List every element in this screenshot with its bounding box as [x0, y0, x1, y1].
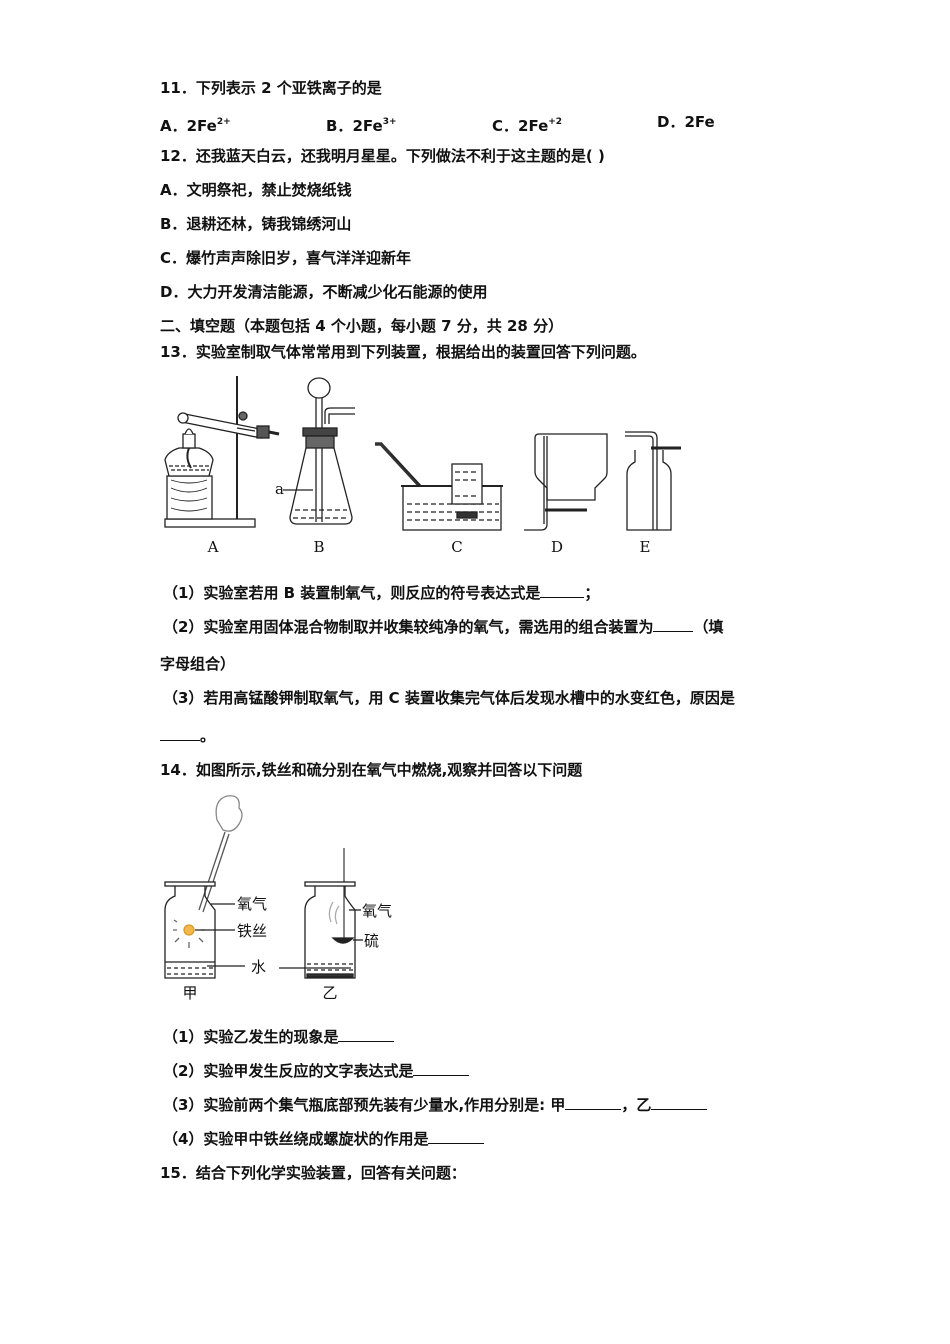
- option-charge: +2: [548, 117, 563, 127]
- q14-sub3: （3）实验前两个集气瓶底部预先装有少量水,作用分别是: 甲 ，乙: [163, 1095, 708, 1115]
- q12-option-b[interactable]: B．退耕还林，铸我锦绣河山: [160, 215, 352, 233]
- answer-blank[interactable]: [653, 617, 694, 632]
- q13-sub2-text: （2）实验室用固体混合物制取并收集较纯净的氧气，需选用的组合装置为: [163, 618, 654, 636]
- answer-blank[interactable]: [413, 1061, 470, 1076]
- q14-sub4: （4）实验甲中铁丝绕成螺旋状的作用是: [163, 1129, 485, 1149]
- q14-sub3-mid: ，乙: [621, 1096, 652, 1114]
- q13-sub2-tail: （填: [693, 618, 724, 636]
- option-formula: 2Fe: [684, 113, 715, 131]
- section-heading: 二、填空题（本题包括 4 个小题，每小题 7 分，共 28 分）: [160, 317, 564, 335]
- figure-label-e: E: [640, 538, 651, 556]
- answer-blank-yi[interactable]: [651, 1095, 708, 1110]
- q13-apparatus-figure: A B C D E a: [164, 376, 681, 556]
- q14-sub4-text: （4）实验甲中铁丝绕成螺旋状的作用是: [163, 1130, 429, 1148]
- q13-sub1-text: （1）实验室若用 B 装置制氧气，则反应的符号表达式是: [163, 584, 541, 602]
- answer-blank[interactable]: [540, 583, 585, 598]
- option-letter: B．: [326, 117, 353, 135]
- caption-jar-yi: 乙: [322, 984, 337, 1002]
- q11-option-a[interactable]: A．2Fe2+: [160, 112, 231, 136]
- option-charge: 3+: [382, 117, 397, 127]
- option-formula: 2Fe: [518, 117, 549, 135]
- label-water: 水: [251, 958, 266, 976]
- option-letter: A．: [160, 117, 187, 135]
- figure-label-b: B: [313, 538, 324, 556]
- figure-annotation-a: a: [275, 480, 284, 498]
- q13-sub2: （2）实验室用固体混合物制取并收集较纯净的氧气，需选用的组合装置为 （填: [163, 617, 723, 637]
- label-sulfur: 硫: [364, 932, 379, 950]
- q13-sub3-tail: 。: [200, 727, 216, 745]
- label-oxygen-jar1: 氧气: [237, 895, 267, 913]
- figure-label-a: A: [207, 538, 219, 556]
- option-letter: C．: [492, 117, 519, 135]
- label-oxygen-jar2: 氧气: [362, 902, 392, 920]
- q13-sub3: （3）若用高锰酸钾制取氧气，用 C 装置收集完气体后发现水槽中的水变红色，原因是: [163, 689, 735, 707]
- option-formula: 2Fe: [186, 117, 217, 135]
- option-charge: 2+: [216, 117, 231, 127]
- question-13-stem: 13．实验室制取气体常常用到下列装置，根据给出的装置回答下列问题。: [160, 343, 646, 361]
- q14-sub3-text: （3）实验前两个集气瓶底部预先装有少量水,作用分别是: 甲: [163, 1096, 566, 1114]
- caption-jar-jia: 甲: [182, 984, 197, 1002]
- q14-sub1: （1）实验乙发生的现象是: [163, 1027, 395, 1047]
- q12-option-d[interactable]: D．大力开发清洁能源，不断减少化石能源的使用: [160, 283, 488, 301]
- q13-sub3-continuation: 。: [160, 726, 215, 746]
- figure-label-d: D: [551, 538, 563, 556]
- q14-sub2: （2）实验甲发生反应的文字表达式是: [163, 1061, 470, 1081]
- q13-sub1-tail: ；: [584, 584, 600, 602]
- question-15-stem: 15．结合下列化学实验装置，回答有关问题：: [160, 1164, 466, 1182]
- q14-sub1-text: （1）实验乙发生的现象是: [163, 1028, 339, 1046]
- option-formula: 2Fe: [352, 117, 383, 135]
- q11-option-b[interactable]: B．2Fe3+: [326, 112, 397, 136]
- q13-sub1: （1）实验室若用 B 装置制氧气，则反应的符号表达式是 ；: [163, 583, 599, 603]
- answer-blank[interactable]: [428, 1129, 485, 1144]
- answer-blank[interactable]: [160, 726, 200, 741]
- question-12-stem: 12．还我蓝天白云，还我明月星星。下列做法不利于这主题的是( ): [160, 147, 605, 165]
- q11-option-d[interactable]: D．2Fe: [657, 112, 715, 132]
- q14-combustion-figure: 氧气 铁丝 水 氧气 硫 甲 乙: [164, 795, 392, 1002]
- figure-label-c: C: [451, 538, 462, 556]
- label-iron-wire: 铁丝: [237, 922, 267, 940]
- answer-blank-jia[interactable]: [565, 1095, 622, 1110]
- option-letter: D．: [657, 113, 685, 131]
- question-11-stem: 11．下列表示 2 个亚铁离子的是: [160, 79, 382, 97]
- q14-sub2-text: （2）实验甲发生反应的文字表达式是: [163, 1062, 414, 1080]
- answer-blank[interactable]: [338, 1027, 395, 1042]
- question-14-stem: 14．如图所示,铁丝和硫分别在氧气中燃烧,观察并回答以下问题: [160, 761, 583, 779]
- q12-option-a[interactable]: A．文明祭祀，禁止焚烧纸钱: [160, 181, 352, 199]
- q13-sub2-continuation: 字母组合）: [160, 655, 236, 673]
- q11-option-c[interactable]: C．2Fe+2: [492, 112, 562, 136]
- q12-option-c[interactable]: C．爆竹声声除旧岁，喜气洋洋迎新年: [160, 249, 412, 267]
